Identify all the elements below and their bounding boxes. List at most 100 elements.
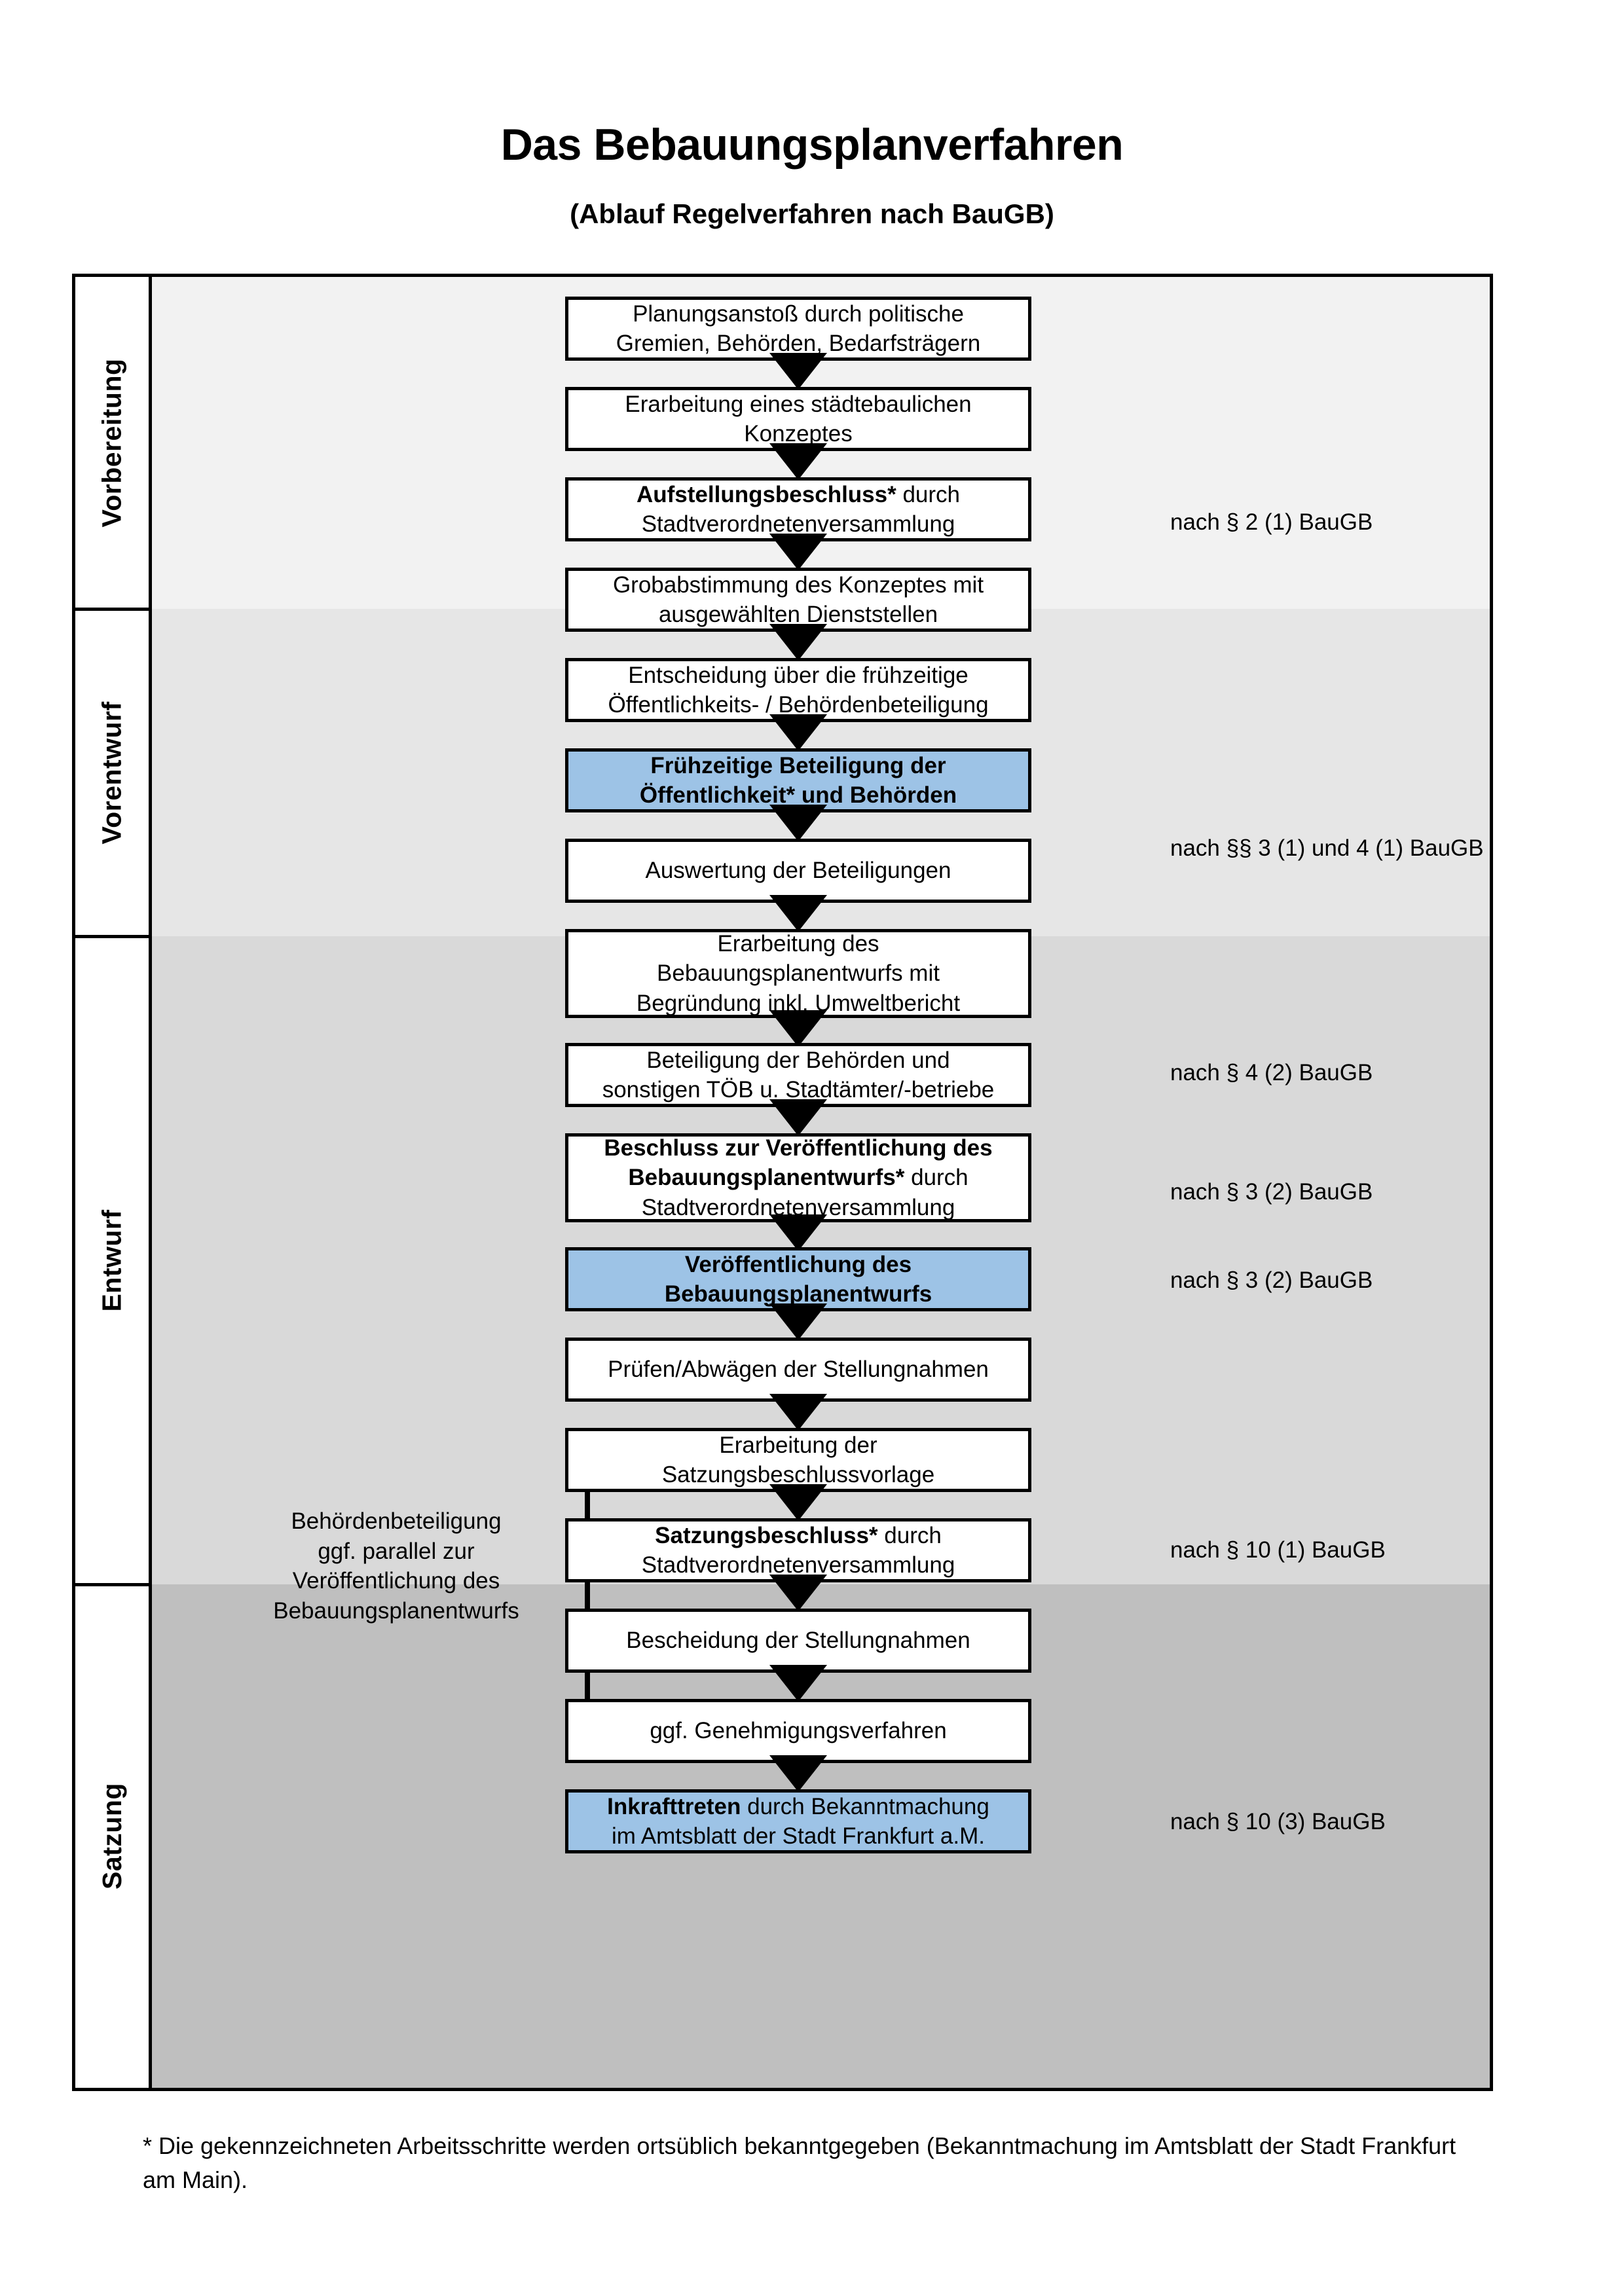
- process-box-line: Bebauungsplanentwurfs* durch: [628, 1165, 969, 1191]
- process-box-line: Grobabstimmung des Konzeptes mit: [612, 572, 984, 598]
- page-subtitle: (Ablauf Regelverfahren nach BauGB): [570, 198, 1054, 230]
- legal-reference-ref-par3-2-a: nach § 3 (2) BauGB: [1170, 1179, 1373, 1205]
- side-note-line: ggf. parallel zur: [318, 1538, 475, 1564]
- legal-reference-ref-par2-1: nach § 2 (1) BauGB: [1170, 509, 1373, 535]
- phase-column-divider: [149, 277, 152, 2088]
- process-box-line: ausgewählten Dienststellen: [658, 602, 938, 627]
- phase-label-vorbereitung: Vorbereitung: [96, 358, 127, 528]
- process-box-line: Auswertung der Beteiligungen: [645, 858, 951, 884]
- phase-label-cell-satzung: Satzung: [75, 1584, 149, 2088]
- process-box-line: Prüfen/Abwägen der Stellungnahmen: [608, 1357, 989, 1383]
- flow-arrow-down: [769, 1214, 827, 1251]
- process-box-line: Öffentlichkeits- / Behördenbeteiligung: [608, 692, 989, 718]
- process-box-text: Prüfen/Abwägen der Stellungnahmen: [575, 1355, 1022, 1385]
- flow-arrow-down: [769, 1755, 827, 1792]
- flow-arrow-down: [769, 624, 827, 661]
- process-box-line: Erarbeitung eines städtebaulichen: [625, 391, 972, 417]
- process-box-line: Satzungsbeschluss* durch: [655, 1522, 942, 1548]
- flow-arrow-down: [769, 805, 827, 841]
- process-box-genehmigungsverfahren[interactable]: ggf. Genehmigungsverfahren: [565, 1699, 1031, 1763]
- process-box-line: Veröffentlichung des: [684, 1251, 912, 1277]
- flow-arrow-down: [769, 353, 827, 390]
- process-box-bescheidung-stellungnahmen[interactable]: Bescheidung der Stellungnahmen: [565, 1609, 1031, 1673]
- legal-reference-ref-par3-1-4-1: nach §§ 3 (1) und 4 (1) BauGB: [1170, 835, 1484, 861]
- process-box-beteiligung-behoerden-toeb[interactable]: Beteiligung der Behörden und sonstigen TÖ…: [565, 1043, 1031, 1107]
- process-box-grobabstimmung[interactable]: Grobabstimmung des Konzeptes mit ausgewäh…: [565, 568, 1031, 632]
- flow-arrow-down: [769, 895, 827, 932]
- process-box-line: Frühzeitige Beteiligung der: [650, 752, 946, 778]
- flow-arrow-down: [769, 1010, 827, 1047]
- process-box-inkrafttreten[interactable]: Inkrafttreten durch Bekanntmachung im Amt…: [565, 1789, 1031, 1853]
- process-box-text: Grobabstimmung des Konzeptes mit ausgewäh…: [575, 570, 1022, 630]
- process-box-auswertung-beteiligungen[interactable]: Auswertung der Beteiligungen: [565, 839, 1031, 903]
- flow-arrow-down: [769, 443, 827, 480]
- process-box-line: Beteiligung der Behörden und: [646, 1047, 950, 1073]
- legal-reference-ref-par10-3: nach § 10 (3) BauGB: [1170, 1809, 1386, 1834]
- phase-label-satzung: Satzung: [96, 1783, 127, 1889]
- phase-divider: [75, 608, 149, 611]
- process-box-pruefen-abwaegen[interactable]: Prüfen/Abwägen der Stellungnahmen: [565, 1338, 1031, 1402]
- page-header: Das Bebauungsplanverfahren (Ablauf Regel…: [0, 0, 1624, 230]
- process-box-line: sonstigen TÖB u. Stadtämter/-betriebe: [602, 1077, 995, 1102]
- phase-label-entwurf: Entwurf: [96, 1209, 127, 1312]
- process-box-text: Auswertung der Beteiligungen: [575, 856, 1022, 886]
- side-note-line: Behördenbeteiligung: [291, 1508, 502, 1534]
- flow-arrow-down: [769, 1394, 827, 1430]
- page-title: Das Bebauungsplanverfahren: [500, 120, 1124, 170]
- process-box-line: ggf. Genehmigungsverfahren: [650, 1718, 947, 1744]
- process-box-text: Beteiligung der Behörden und sonstigen TÖ…: [575, 1046, 1022, 1105]
- process-box-line: Entscheidung über die frühzeitige: [628, 662, 969, 688]
- phase-label-cell-vorentwurf: Vorentwurf: [75, 609, 149, 936]
- process-box-line: Stadtverordnetenversammlung: [641, 1552, 955, 1578]
- process-box-text: ggf. Genehmigungsverfahren: [575, 1716, 1022, 1746]
- flow-arrow-down: [769, 1099, 827, 1136]
- process-box-line: Satzungsbeschlussvorlage: [661, 1462, 935, 1487]
- process-box-line: Gremien, Behörden, Bedarfsträgern: [616, 331, 981, 356]
- phase-divider: [75, 1583, 149, 1586]
- process-box-text: Bescheidung der Stellungnahmen: [575, 1626, 1022, 1656]
- side-note-line: Bebauungsplanentwurfs: [273, 1597, 519, 1624]
- legal-reference-ref-par4-2: nach § 4 (2) BauGB: [1170, 1060, 1373, 1085]
- phase-label-vorentwurf: Vorentwurf: [96, 701, 127, 845]
- legal-reference-ref-par3-2-b: nach § 3 (2) BauGB: [1170, 1267, 1373, 1293]
- phase-label-cell-entwurf: Entwurf: [75, 936, 149, 1584]
- process-box-text: Inkrafttreten durch Bekanntmachung im Amt…: [575, 1792, 1022, 1851]
- process-box-line: Inkrafttreten durch Bekanntmachung: [607, 1793, 989, 1819]
- process-box-line: Bescheidung der Stellungnahmen: [626, 1628, 970, 1654]
- process-box-line: Beschluss zur Veröffentlichung des: [604, 1135, 993, 1161]
- legal-reference-ref-par10-1: nach § 10 (1) BauGB: [1170, 1537, 1386, 1563]
- flow-arrow-down: [769, 714, 827, 751]
- flow-arrow-down: [769, 1484, 827, 1521]
- process-box-line: Konzeptes: [744, 421, 853, 446]
- side-note-line: Veröffentlichung des: [292, 1568, 500, 1594]
- process-box-line: im Amtsblatt der Stadt Frankfurt a.M.: [612, 1823, 985, 1849]
- process-box-line: Erarbeitung der: [719, 1432, 877, 1458]
- process-box-line: Planungsanstoß durch politische: [633, 301, 964, 327]
- process-box-line: Bebauungsplanentwurfs mit: [657, 960, 940, 987]
- process-box-line: Bebauungsplanentwurfs: [664, 1281, 932, 1307]
- process-box-line: Stadtverordnetenversammlung: [641, 511, 955, 537]
- process-box-line: Öffentlichkeit* und Behörden: [639, 782, 957, 808]
- footnote: * Die gekennzeichneten Arbeitsschritte w…: [143, 2132, 1456, 2194]
- flow-arrow-down: [769, 1665, 827, 1702]
- flow-arrow-down: [769, 1303, 827, 1340]
- phase-label-cell-vorbereitung: Vorbereitung: [75, 277, 149, 609]
